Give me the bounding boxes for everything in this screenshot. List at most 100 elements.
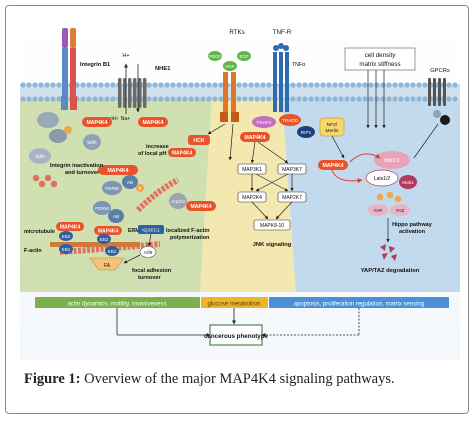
membrane-bead: [416, 96, 422, 102]
membrane-bead: [170, 96, 176, 102]
talin-node: [83, 134, 101, 150]
p-label-2: P: [138, 186, 141, 191]
membrane-bead: [266, 82, 272, 88]
iqsec1-node: [138, 225, 164, 234]
fa-label: FA: [104, 263, 111, 269]
talin-blob: [29, 148, 51, 164]
membrane-bead: [314, 82, 320, 88]
map4k4-label-8: MAP4K4: [244, 135, 265, 141]
membrane-bead: [422, 82, 428, 88]
membrane-bead: [332, 82, 338, 88]
lats12-node: [365, 169, 399, 187]
membrane-bead: [380, 96, 386, 102]
map4k4-node-9: [318, 160, 348, 170]
talin-node-label: talin: [87, 140, 96, 146]
membrane-bead: [344, 82, 350, 88]
membrane-bead: [188, 82, 194, 88]
membrane-bead: [194, 82, 200, 88]
map4k4-node-6: [168, 148, 196, 157]
membrane-bead: [32, 96, 38, 102]
eb2-node-2: [97, 234, 111, 244]
membrane-bead: [326, 96, 332, 102]
membrane-bead: [350, 96, 356, 102]
map3k7-label: MAP3K7: [282, 167, 302, 173]
membrane-bead: [290, 82, 296, 88]
membrane-bead: [32, 82, 38, 88]
membrane-bead: [182, 82, 188, 88]
map4k4-node-5: [94, 226, 122, 235]
membrane-bead: [392, 96, 398, 102]
membrane-bead: [368, 96, 374, 102]
egf-label: EGF: [239, 54, 248, 59]
glucose-bar-label: glucose metabolism: [207, 302, 260, 308]
hippo-label-1: Hippo pathway: [392, 222, 433, 228]
eb1-label-1: EB1: [62, 247, 71, 252]
map4k4-node-7: [186, 201, 216, 211]
membrane-bead: [44, 82, 50, 88]
membrane-bead: [152, 82, 158, 88]
membrane-bead: [20, 82, 26, 88]
g-protein-dot-2: [433, 110, 441, 118]
membrane-bead: [158, 82, 164, 88]
membrane-bead: [38, 96, 44, 102]
microtubule: [50, 242, 140, 247]
eb2-node: [59, 231, 73, 241]
membrane-bead: [98, 82, 104, 88]
cell-density-box: [344, 47, 416, 71]
membrane-bead: [56, 96, 62, 102]
membrane-bead: [152, 96, 158, 102]
tradd-label: TRADD: [282, 118, 299, 124]
talin-head-blob: [49, 129, 67, 143]
membrane-bead: [398, 82, 404, 88]
map4k4-label-9: MAP4K4: [322, 163, 343, 169]
map4k4-node-1: [82, 117, 112, 127]
membrane-bead: [212, 96, 218, 102]
localized-factin-label-2: polymerization: [170, 235, 210, 241]
membrane-bead: [260, 82, 266, 88]
rip1-node: [297, 126, 315, 138]
membrane-bead: [38, 82, 44, 88]
membrane-bead: [194, 96, 200, 102]
membrane-bead: [404, 96, 410, 102]
degradation-fragments: [380, 244, 397, 261]
map4k4-label-5: MAP4K4: [98, 229, 119, 235]
integrin-label: Integrin B1: [80, 62, 111, 68]
density-arrows: [366, 70, 386, 129]
membrane-bead: [374, 82, 380, 88]
increase-ph-label-2: of local pH: [138, 151, 167, 157]
arrow-map4k4-lats-2: [331, 169, 363, 184]
membrane-bead: [368, 82, 374, 88]
membrane-bead: [296, 82, 302, 88]
tnf-receptor: [273, 43, 289, 112]
membrane-bead: [254, 96, 260, 102]
ab-node-2: [108, 209, 124, 223]
mapk810-node: [253, 219, 291, 231]
tnfr-label: TNF-R: [273, 29, 292, 36]
membrane-bead: [26, 96, 32, 102]
membrane-bead: [320, 96, 326, 102]
traf2-node: [252, 116, 276, 128]
membrane-bead: [236, 82, 242, 88]
g-protein-dot: [440, 115, 450, 125]
membrane-bead: [182, 96, 188, 102]
membrane-bead: [176, 82, 182, 88]
yap-label: YAP: [373, 208, 382, 214]
ferm-node-1: [102, 181, 122, 195]
membrane-bead: [218, 96, 224, 102]
membrane-bead: [446, 96, 452, 102]
membrane-bead: [110, 82, 116, 88]
pdgf-label: PDGF: [209, 54, 222, 59]
membrane-bead: [218, 82, 224, 88]
map2k7-label: MAP2K7: [282, 195, 302, 201]
membrane-bead: [80, 96, 86, 102]
egf-ligand: [237, 51, 251, 61]
hgf-label: HGF: [225, 64, 235, 69]
iqsec1-label: IQSEC1: [142, 228, 160, 234]
membrane-bead: [326, 82, 332, 88]
membrane-bead: [308, 96, 314, 102]
nf2-label-2: Merlin: [325, 128, 338, 134]
map4k4-label-4: MAP4K4: [60, 225, 81, 231]
localized-factin-label-1: localized F-actin: [166, 228, 210, 234]
eb2-label-2: EB2: [100, 237, 109, 242]
membrane-bead: [146, 96, 152, 102]
